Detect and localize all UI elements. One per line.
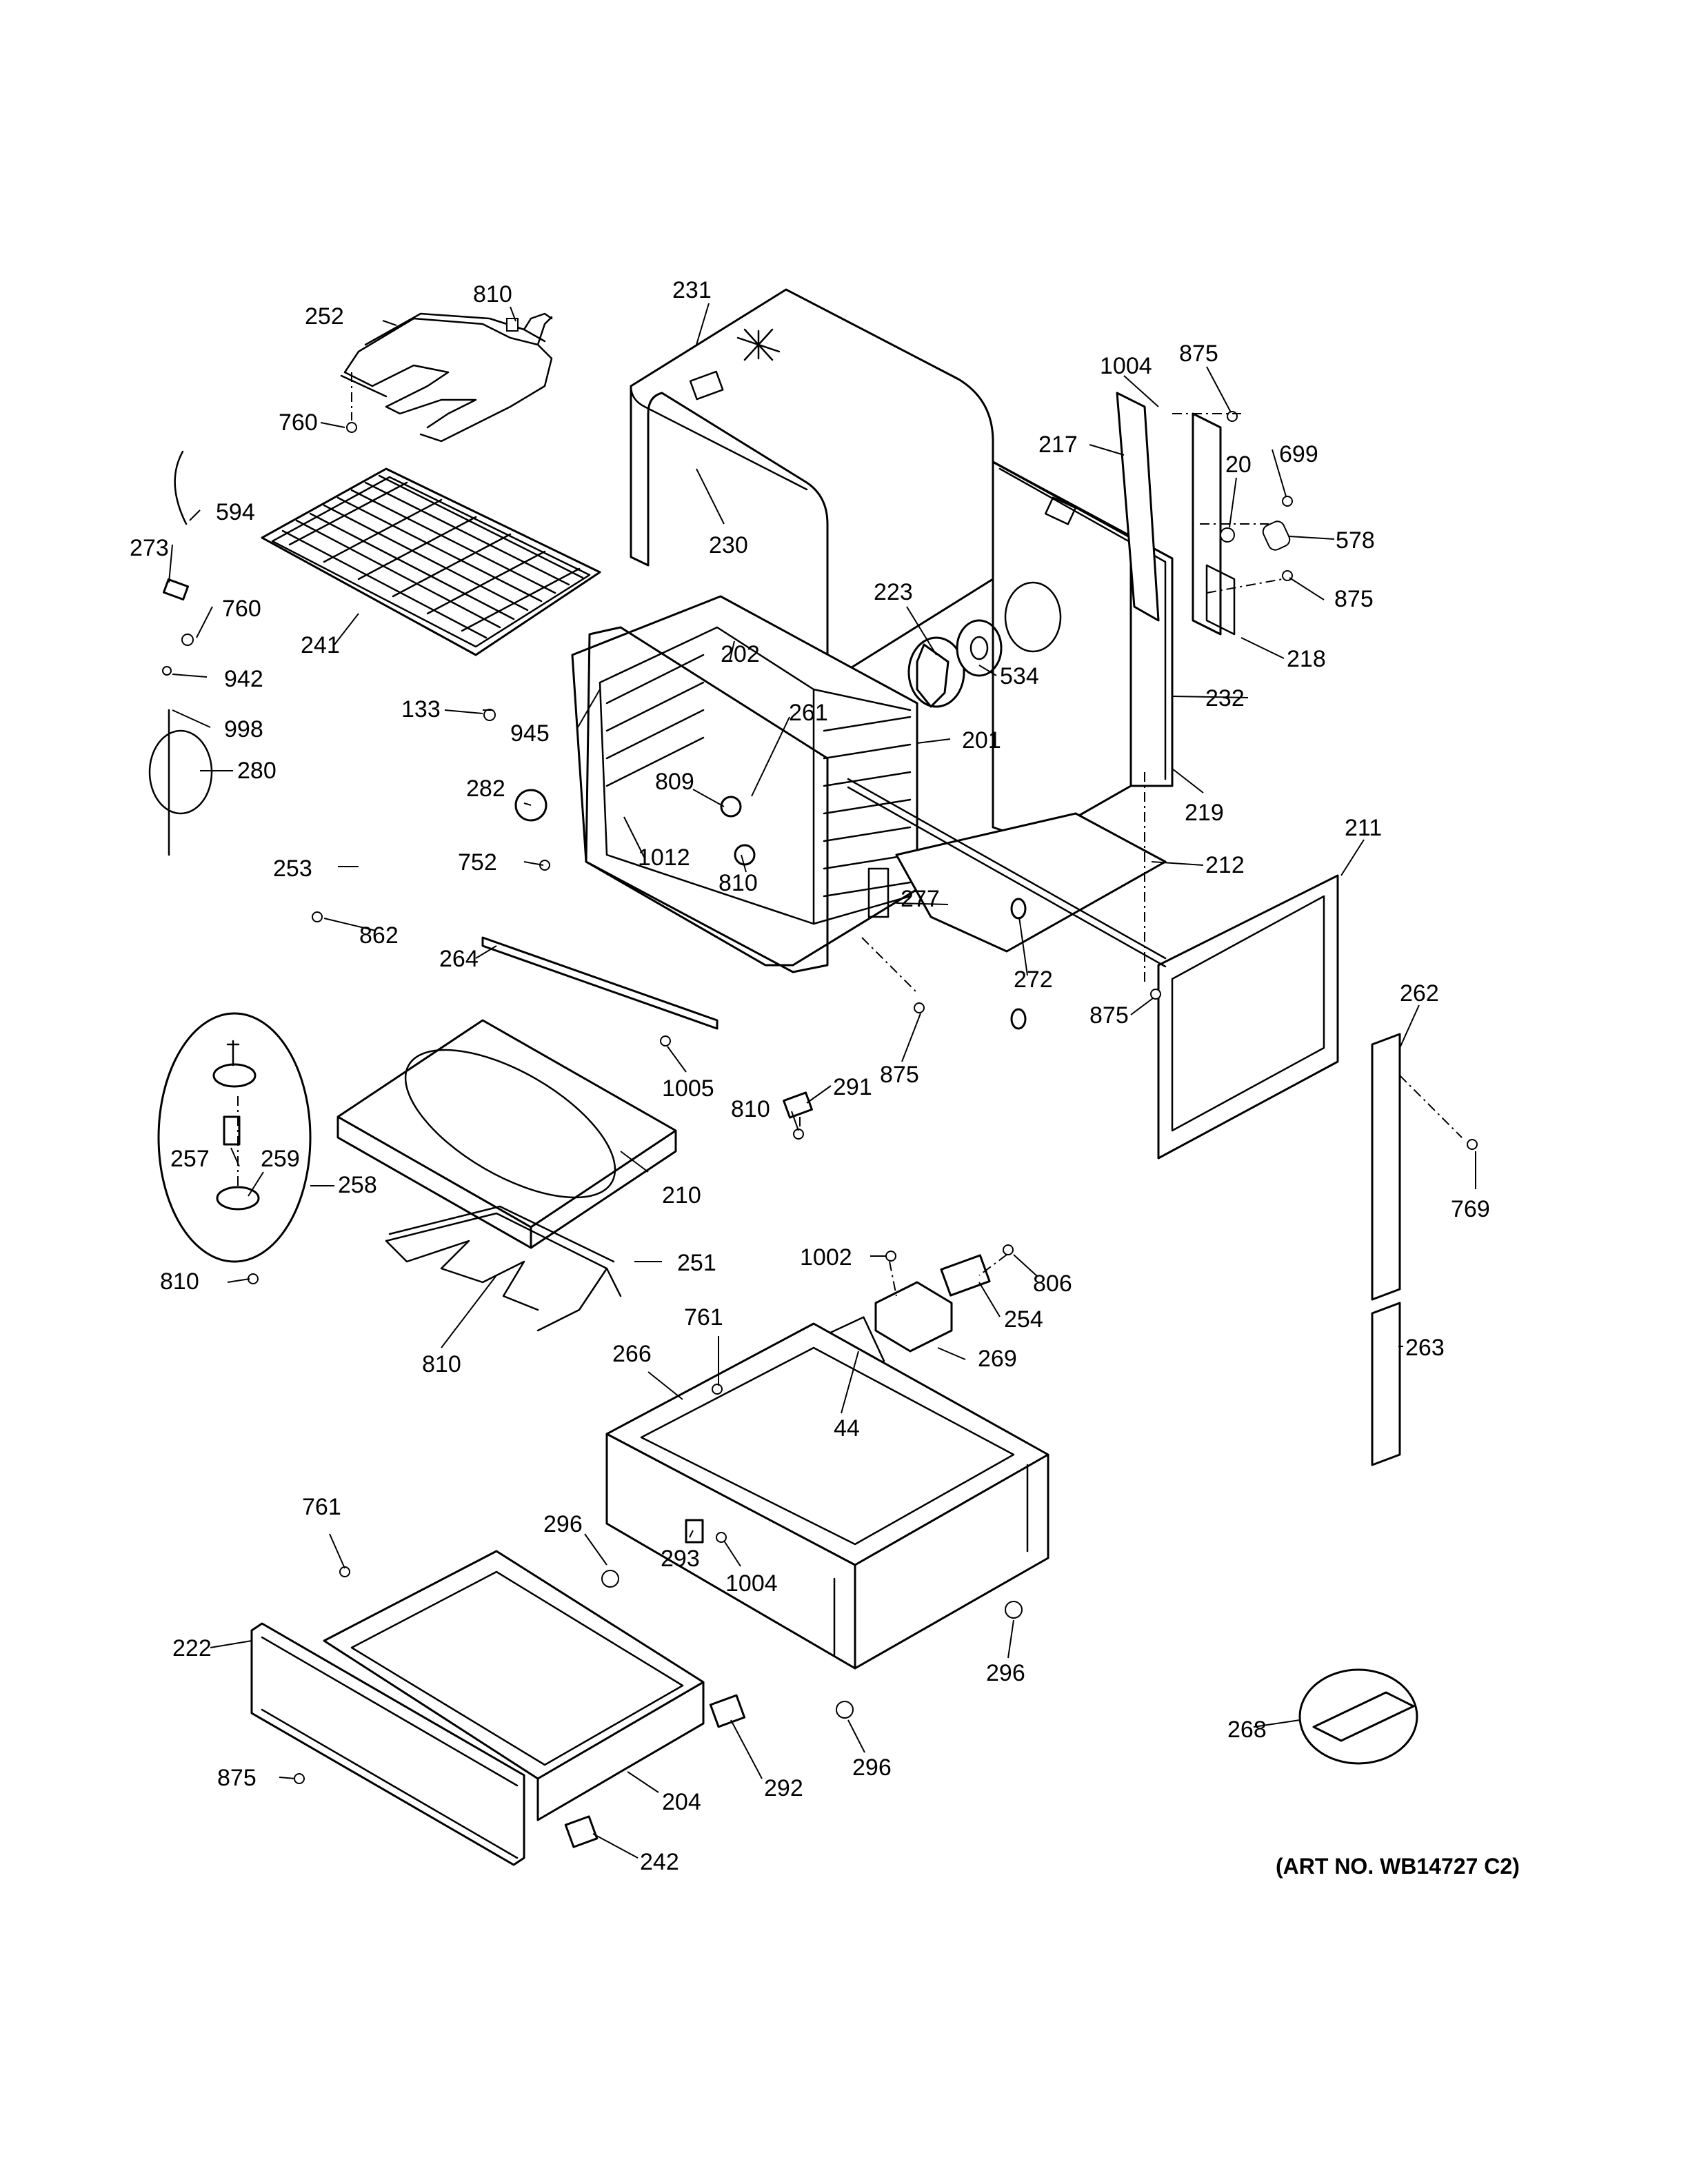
callout-219: 219: [1185, 800, 1224, 826]
callout-875: 875: [217, 1765, 257, 1791]
rear-cover: [1157, 874, 1339, 1160]
callout-257: 257: [170, 1146, 210, 1172]
callout-264: 264: [439, 946, 479, 972]
callout-752: 752: [458, 849, 497, 876]
assembly-lines: [237, 372, 1463, 1297]
oven-bottom-cover: [336, 1019, 677, 1249]
oven-cavity: [571, 595, 918, 973]
callout-261: 261: [789, 700, 828, 726]
convection-fan: [907, 581, 1062, 708]
callout-534: 534: [1000, 663, 1039, 689]
callout-806: 806: [1033, 1271, 1072, 1297]
callout-1004: 1004: [1100, 353, 1152, 379]
callout-760: 760: [222, 596, 261, 622]
callout-20: 20: [1225, 452, 1252, 478]
callout-1004: 1004: [725, 1570, 778, 1597]
callout-875: 875: [1179, 341, 1218, 367]
callout-594: 594: [216, 499, 255, 525]
callout-222: 222: [172, 1635, 212, 1661]
callout-133: 133: [401, 696, 441, 722]
callout-810: 810: [719, 870, 758, 896]
callout-280: 280: [237, 758, 277, 784]
callout-204: 204: [662, 1789, 701, 1815]
callout-296: 296: [852, 1755, 892, 1781]
callout-263: 263: [1405, 1335, 1445, 1361]
callout-labels: 810 252 231 760 594 273 760 241 230 942 …: [130, 277, 1490, 1875]
callout-268: 268: [1227, 1717, 1267, 1743]
callout-242: 242: [640, 1849, 679, 1875]
callout-862: 862: [359, 922, 399, 949]
callout-296: 296: [986, 1660, 1025, 1686]
callout-292: 292: [764, 1775, 803, 1801]
callout-272: 272: [1014, 967, 1053, 993]
callout-1005: 1005: [662, 1075, 714, 1102]
leader-lines: [168, 303, 1476, 1859]
callout-252: 252: [305, 303, 344, 330]
callout-231: 231: [672, 277, 712, 303]
bake-element: [385, 1205, 622, 1332]
callout-760: 760: [279, 410, 318, 436]
callout-810: 810: [160, 1268, 199, 1295]
callout-875: 875: [1089, 1002, 1129, 1029]
callout-269: 269: [978, 1346, 1017, 1372]
callout-258: 258: [338, 1172, 377, 1198]
front-frame-strip: [481, 936, 719, 1030]
rod: [847, 778, 1167, 1030]
callout-810: 810: [422, 1351, 461, 1377]
callout-223: 223: [874, 579, 913, 605]
side-trims: [1371, 1033, 1401, 1466]
callout-699: 699: [1279, 441, 1318, 467]
callout-578: 578: [1336, 527, 1375, 554]
callout-1002: 1002: [800, 1244, 852, 1271]
callout-810: 810: [731, 1096, 770, 1122]
callout-218: 218: [1287, 646, 1326, 672]
callout-282: 282: [466, 776, 505, 802]
callout-217: 217: [1038, 432, 1078, 458]
callout-293: 293: [661, 1546, 700, 1572]
callout-1012: 1012: [638, 845, 690, 871]
callout-945: 945: [510, 720, 550, 747]
callout-202: 202: [721, 641, 760, 667]
callout-44: 44: [834, 1415, 860, 1442]
callout-230: 230: [709, 532, 748, 558]
callout-809: 809: [655, 769, 694, 795]
oven-wrapper: [630, 288, 994, 684]
callout-942: 942: [224, 666, 263, 692]
callout-769: 769: [1451, 1196, 1490, 1222]
callout-211: 211: [1345, 815, 1382, 841]
callout-998: 998: [224, 716, 263, 742]
lower-frame: [605, 1322, 1049, 1670]
callout-262: 262: [1400, 980, 1439, 1007]
callout-296: 296: [543, 1511, 583, 1537]
callout-761: 761: [684, 1304, 723, 1331]
callout-761: 761: [302, 1494, 341, 1520]
inset-detail: [157, 1012, 312, 1263]
callout-266: 266: [612, 1341, 652, 1367]
leveling-detail: [1298, 1668, 1418, 1765]
callout-277: 277: [901, 886, 940, 912]
warming-drawer: [250, 1550, 705, 1866]
side-brackets: [1116, 392, 1236, 636]
art-number: (ART NO. WB14727 C2): [1276, 1854, 1520, 1879]
callout-875: 875: [1334, 586, 1374, 612]
oven-rack: [261, 467, 601, 656]
callout-201: 201: [962, 727, 1001, 754]
callout-291: 291: [833, 1074, 872, 1100]
callout-232: 232: [1205, 685, 1245, 711]
broil-element: [340, 312, 553, 443]
callout-254: 254: [1004, 1306, 1043, 1333]
back-panel: [992, 461, 1174, 842]
callout-210: 210: [662, 1182, 701, 1209]
callout-875: 875: [880, 1062, 919, 1088]
callout-253: 253: [273, 856, 312, 882]
callout-810: 810: [473, 281, 512, 307]
callout-212: 212: [1205, 852, 1245, 878]
callout-241: 241: [301, 632, 340, 658]
callout-273: 273: [130, 535, 169, 561]
temperature-sensor: [148, 450, 213, 856]
callout-259: 259: [261, 1146, 300, 1172]
callout-251: 251: [677, 1250, 716, 1276]
